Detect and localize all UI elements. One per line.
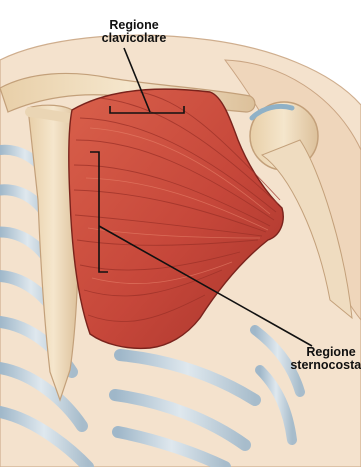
sternocostal-region-label: Regione sternocostale — [286, 346, 361, 372]
clavicular-label-line2: clavicolare — [78, 32, 190, 45]
clavicular-region-label: Regione clavicolare — [78, 19, 190, 45]
sternocostal-label-line2: sternocostale — [286, 359, 361, 372]
